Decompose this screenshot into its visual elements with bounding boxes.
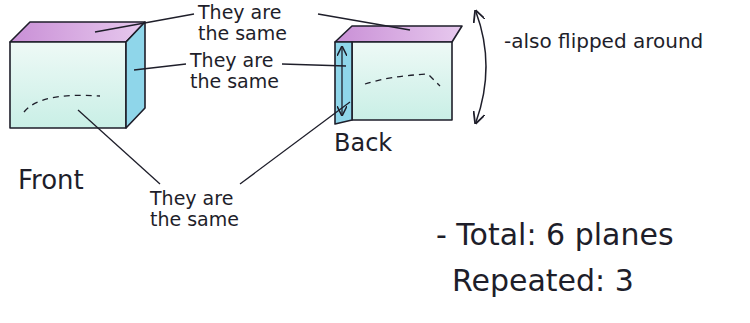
note-label: They are the same <box>150 188 250 230</box>
view-label: Front <box>18 166 108 195</box>
view-label: Back <box>334 130 424 156</box>
front-box <box>10 22 145 128</box>
back-box <box>335 26 462 124</box>
note-label: They are the same <box>198 2 316 44</box>
flip-arrow <box>476 12 486 122</box>
summary-label: - Total: 6 planes <box>436 218 736 251</box>
summary-label: Repeated: 3 <box>452 264 732 297</box>
note-label: They are the same <box>190 50 282 92</box>
note-label: -also flipped around <box>504 30 744 52</box>
